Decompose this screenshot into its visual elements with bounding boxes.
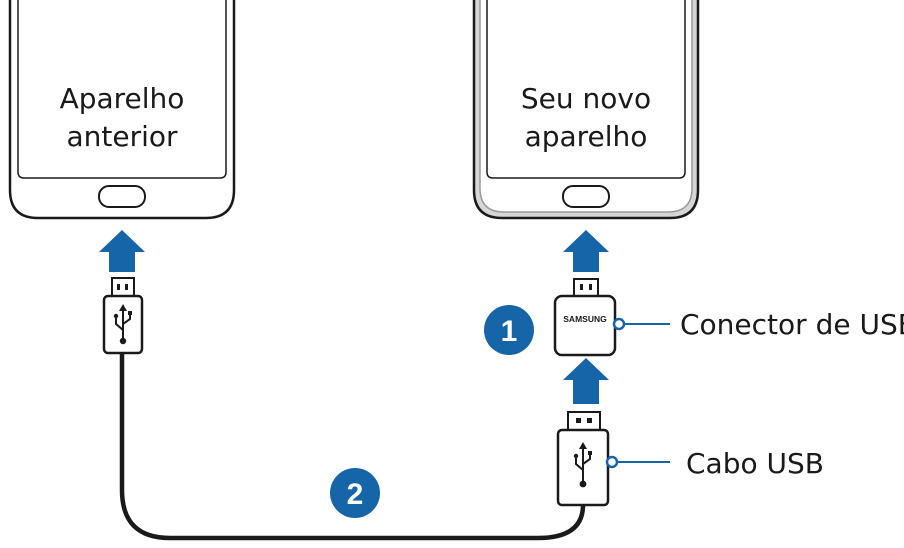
step-number: 1 <box>501 315 518 348</box>
micro-usb-plug <box>102 277 144 355</box>
callout-cable-leader <box>605 455 670 469</box>
new-phone-label: Seu novo aparelho <box>488 80 684 156</box>
old-phone-label-line1: Aparelho <box>59 82 185 115</box>
new-phone-home-button <box>562 185 610 208</box>
new-phone-label-line1: Seu novo <box>520 82 652 115</box>
usb-cable-label: Cabo USB <box>686 447 824 480</box>
up-arrow-icon <box>563 358 609 404</box>
old-phone-label-line2: anterior <box>66 120 178 153</box>
new-phone-label-line2: aparelho <box>524 120 648 153</box>
step-badge-2: 2 <box>330 468 380 518</box>
usb-connector-label: Conector de USB <box>680 308 904 341</box>
usb-symbol-icon <box>573 442 592 488</box>
new-phone <box>472 0 700 220</box>
up-arrow-icon <box>563 230 609 272</box>
old-phone <box>8 0 236 220</box>
step-badge-1: 1 <box>484 305 534 355</box>
usb-connector: SAMSUNG <box>553 278 617 357</box>
connector-brand-logo: SAMSUNG <box>563 314 607 324</box>
old-phone-label: Aparelho anterior <box>20 80 224 156</box>
callout-connector-leader <box>612 317 670 331</box>
old-phone-home-button <box>98 185 146 208</box>
step-number: 2 <box>347 478 364 511</box>
usb-a-plug <box>556 411 610 507</box>
up-arrow-icon <box>99 230 145 272</box>
usb-symbol-icon <box>113 304 132 345</box>
usb-cable-line <box>119 350 586 541</box>
